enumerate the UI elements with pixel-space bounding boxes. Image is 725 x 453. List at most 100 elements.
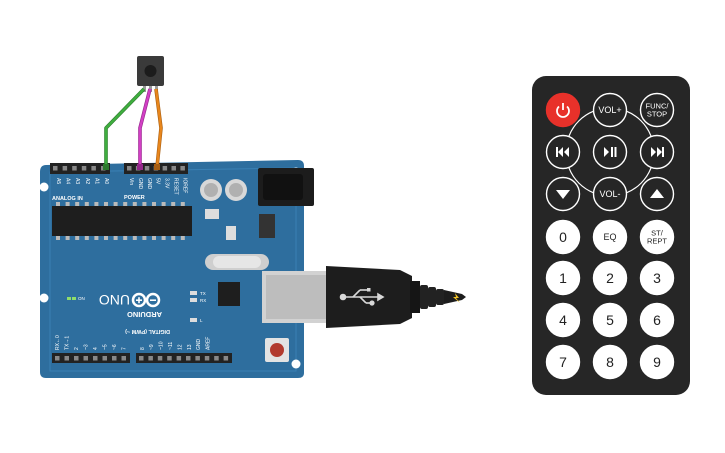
pin-hole[interactable] <box>62 166 68 171</box>
rx-led <box>190 298 197 302</box>
pin-hole[interactable] <box>91 166 96 171</box>
chip-leg <box>161 236 166 240</box>
wire-orange[interactable] <box>154 88 163 168</box>
digit-3-button[interactable]: 3 <box>639 260 675 296</box>
pin-hole[interactable] <box>223 356 229 361</box>
pin-label: ~9 <box>149 344 155 350</box>
chip-leg <box>171 202 176 206</box>
ir-receiver-leg <box>143 86 146 92</box>
digit-7-button[interactable]: 7 <box>545 344 581 380</box>
analog-header-label: ANALOG IN <box>52 196 83 202</box>
chip-leg <box>65 202 70 206</box>
next-button[interactable] <box>639 134 675 170</box>
digit-1-button[interactable]: 1 <box>545 260 581 296</box>
pin-hole[interactable] <box>157 356 163 361</box>
wire-green[interactable] <box>104 88 145 167</box>
pin-label: 12 <box>177 344 183 350</box>
usb-cable[interactable] <box>262 266 466 328</box>
prev-button[interactable] <box>545 134 581 170</box>
chip-leg <box>152 202 156 206</box>
pin-hole[interactable] <box>139 356 144 361</box>
pin-hole[interactable] <box>214 356 219 361</box>
digit-6-button[interactable]: 6 <box>639 302 675 338</box>
pin-hole[interactable] <box>162 166 168 171</box>
chip-leg <box>142 236 147 240</box>
func-stop-button[interactable]: FUNC/STOP <box>639 92 675 128</box>
pin-label: RESET <box>173 178 179 195</box>
pin-hole[interactable] <box>53 166 58 171</box>
power-button[interactable] <box>545 92 581 128</box>
digit-2-button[interactable]: 2 <box>592 260 628 296</box>
pin-hole[interactable] <box>144 166 150 171</box>
digit-4-button[interactable]: 4 <box>545 302 581 338</box>
triangle-down-icon <box>556 190 570 199</box>
usb-plug-collar <box>410 281 420 313</box>
chip-leg <box>180 236 185 240</box>
ir-receiver-sensor[interactable] <box>137 56 164 92</box>
eq-button[interactable]: EQ <box>592 219 628 255</box>
digit-4-button-label: 4 <box>559 312 567 328</box>
pin-label: TX→1 <box>65 336 71 350</box>
vol-up-button-face <box>592 92 628 128</box>
down-button[interactable] <box>545 176 581 212</box>
pin-hole[interactable] <box>204 356 210 361</box>
pin-hole[interactable] <box>186 356 191 361</box>
wire-end-orange <box>154 164 160 170</box>
capacitor <box>225 179 247 201</box>
digit-5-button[interactable]: 5 <box>592 302 628 338</box>
pin-label: ~10 <box>159 341 165 350</box>
digit-9-button[interactable]: 9 <box>639 344 675 380</box>
bottom-pin-holes <box>55 356 229 361</box>
wire-magenta[interactable] <box>138 88 152 167</box>
pin-label: 4 <box>93 347 99 350</box>
pin-hole[interactable] <box>121 356 127 361</box>
pin-hole[interactable] <box>81 166 87 171</box>
func-stop-button-label: STOP <box>647 110 667 119</box>
pin-hole[interactable] <box>83 356 89 361</box>
pin-hole[interactable] <box>64 356 70 361</box>
pin-hole[interactable] <box>74 356 79 361</box>
chip-leg <box>152 236 156 240</box>
capacitor-small <box>226 226 236 240</box>
vol-up-button[interactable]: VOL+ <box>592 92 628 128</box>
digit-8-button[interactable]: 8 <box>592 344 628 380</box>
st-rept-button[interactable]: ST/REPT <box>639 219 675 255</box>
pin-label: 8 <box>140 347 146 350</box>
pin-hole[interactable] <box>127 166 132 171</box>
vol-down-button[interactable]: VOL- <box>592 176 628 212</box>
digit-3-button-face <box>639 260 675 296</box>
pin-hole[interactable] <box>171 166 177 171</box>
pin-hole[interactable] <box>167 356 172 361</box>
pin-label: IOREF <box>181 178 187 193</box>
pin-hole[interactable] <box>195 356 200 361</box>
usb-b-port-inner <box>266 275 328 319</box>
chip-leg <box>75 236 80 240</box>
pin-hole[interactable] <box>102 356 108 361</box>
pin-hole[interactable] <box>148 356 153 361</box>
chip-leg <box>161 202 166 206</box>
digit-5-button-label: 5 <box>606 312 614 328</box>
tx-label: TX <box>200 291 206 296</box>
pin-hole[interactable] <box>112 356 117 361</box>
digit-0-button[interactable]: 0 <box>545 219 581 255</box>
pin-hole[interactable] <box>176 356 182 361</box>
pin-hole[interactable] <box>180 166 185 171</box>
pin-label: RX←0 <box>55 335 61 350</box>
mounting-hole <box>39 182 49 192</box>
analog-header <box>50 163 110 174</box>
chip-leg <box>123 236 128 240</box>
usb-symbol-icon <box>339 288 385 306</box>
up-button[interactable] <box>639 176 675 212</box>
power-header-label: POWER <box>124 195 145 201</box>
pin-hole[interactable] <box>93 356 98 361</box>
pin-label: 2 <box>74 347 80 350</box>
pin-hole[interactable] <box>72 166 77 171</box>
play-pause-button[interactable] <box>592 134 628 170</box>
vol-down-button-face <box>592 176 628 212</box>
pin-hole[interactable] <box>55 356 60 361</box>
voltage-regulator <box>259 214 275 238</box>
pin-label: A2 <box>84 178 90 184</box>
